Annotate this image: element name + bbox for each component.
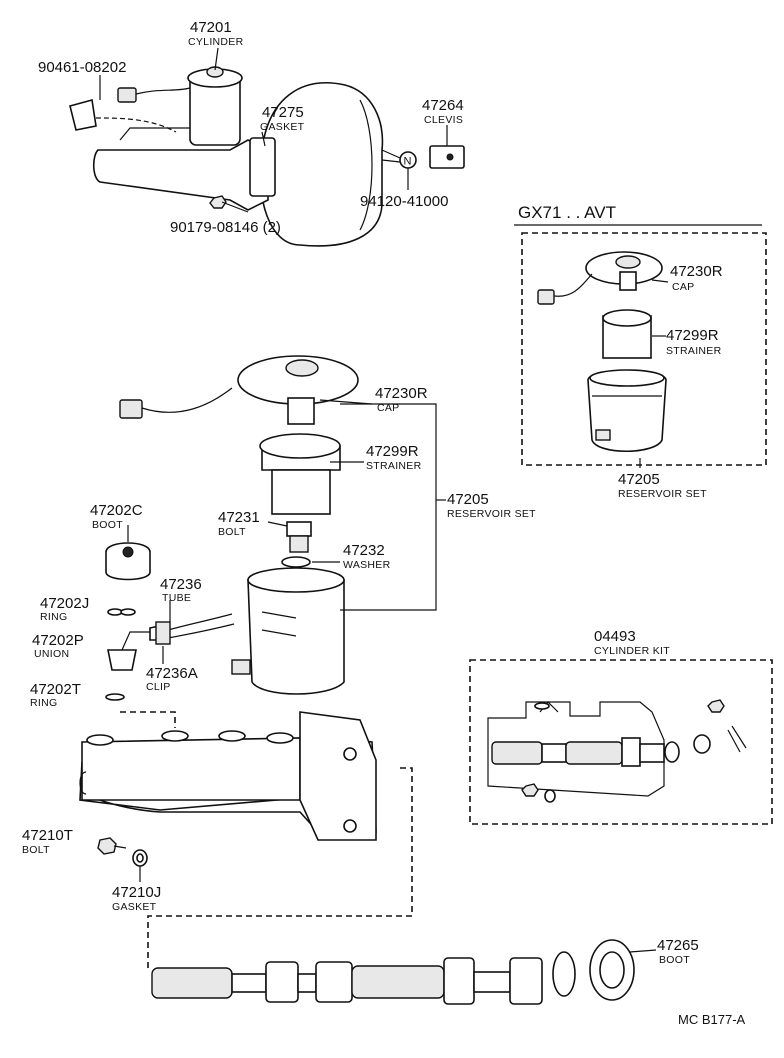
kit-cotter-pin [727, 725, 747, 753]
label-47202C-name: BOOT [92, 519, 123, 531]
gasket-47210J [132, 849, 148, 867]
reservoir-body [231, 567, 345, 695]
kit-ring [534, 702, 550, 710]
label-47264-name: CLEVIS [424, 114, 463, 126]
avt-label-47205-num: 47205 [618, 471, 660, 488]
label-47275-name: GASKET [260, 121, 305, 133]
label-47202T-num: 47202T [30, 681, 81, 698]
master-cylinder-47201 [92, 66, 276, 211]
cylinder-kit-frame [469, 659, 773, 825]
label-90179-num: 90179-08146 (2) [170, 219, 281, 236]
kit-retainer-ring [693, 734, 711, 754]
bolt-47231 [286, 521, 312, 553]
label-47202P-num: 47202P [32, 632, 84, 649]
piston-assembly [151, 957, 543, 1005]
label-47230R-name: CAP [377, 402, 400, 414]
label-47232-name: WASHER [343, 559, 391, 571]
label-47299R-num: 47299R [366, 443, 419, 460]
boot-47202C [105, 542, 151, 581]
label-47236-num: 47236 [160, 576, 202, 593]
clevis-47264 [429, 145, 465, 169]
ring-47202T [105, 693, 125, 701]
label-47205-num: 47205 [447, 491, 489, 508]
cap-47230R [119, 355, 359, 425]
label-47210T-name: BOLT [22, 844, 50, 856]
kit-gasket [544, 789, 556, 803]
kit-bolt-small [521, 783, 539, 797]
label-47202J-name: RING [40, 611, 67, 623]
label-47231-name: BOLT [218, 526, 246, 538]
strainer-47299R [259, 433, 341, 515]
label-47232-num: 47232 [343, 542, 385, 559]
label-04493-name: CYLINDER KIT [594, 645, 670, 657]
label-47202C-num: 47202C [90, 502, 143, 519]
label-47202P-name: UNION [34, 648, 69, 660]
label-47210T-num: 47210T [22, 827, 73, 844]
avt-label-47230R-num: 47230R [670, 263, 723, 280]
boot-47265 [589, 939, 635, 1001]
kit-bolt [707, 699, 725, 713]
avt-reservoir [587, 369, 667, 453]
label-47231-num: 47231 [218, 509, 260, 526]
label-47236A-num: 47236A [146, 665, 198, 682]
nut-94120: N [399, 151, 417, 169]
label-47264-num: 47264 [422, 97, 464, 114]
label-04493-num: 04493 [594, 628, 636, 645]
avt-label-47230R-name: CAP [672, 281, 695, 293]
avt-label-47205-name: RESERVOIR SET [618, 488, 707, 500]
avt-label-47299R-name: STRAINER [666, 345, 722, 357]
reservoir-sensor-lead [117, 87, 191, 103]
label-47230R-num: 47230R [375, 385, 428, 402]
label-94120-num: 94120-41000 [360, 193, 448, 210]
label-47236A-name: CLIP [146, 681, 171, 693]
bolt-47210T [97, 837, 127, 855]
label-47202T-name: RING [30, 697, 57, 709]
nut-letter: N [404, 156, 412, 168]
avt-cap [537, 251, 663, 305]
avt-label-47299R-num: 47299R [666, 327, 719, 344]
diagram-code: MC B177-A [678, 1012, 746, 1027]
label-47236-name: TUBE [162, 592, 191, 604]
label-47201-num: 47201 [190, 19, 232, 36]
avt-reservoir-frame [521, 232, 767, 466]
washer-47232 [281, 556, 311, 568]
avt-strainer [602, 309, 652, 359]
label-47265-num: 47265 [657, 937, 699, 954]
clip-47236A [155, 621, 171, 645]
label-47210J-num: 47210J [112, 884, 161, 901]
variant-header: GX71 . . AVT [518, 203, 616, 222]
label-47275-num: 47275 [262, 104, 304, 121]
nut-90179 [209, 195, 249, 213]
label-47210J-name: GASKET [112, 901, 157, 913]
label-47202J-num: 47202J [40, 595, 89, 612]
snap-ring [552, 951, 576, 997]
label-47201-name: CYLINDER [188, 36, 244, 48]
master-cylinder-body [79, 711, 377, 841]
label-47265-name: BOOT [659, 954, 690, 966]
kit-piston-assembly [491, 737, 680, 767]
label-90461-num: 90461-08202 [38, 59, 126, 76]
label-47299R-name: STRAINER [366, 460, 422, 472]
clip-90461 [69, 98, 177, 133]
ring-47202J [107, 608, 136, 616]
label-47205-name: RESERVOIR SET [447, 508, 536, 520]
union-47202P [107, 631, 150, 671]
